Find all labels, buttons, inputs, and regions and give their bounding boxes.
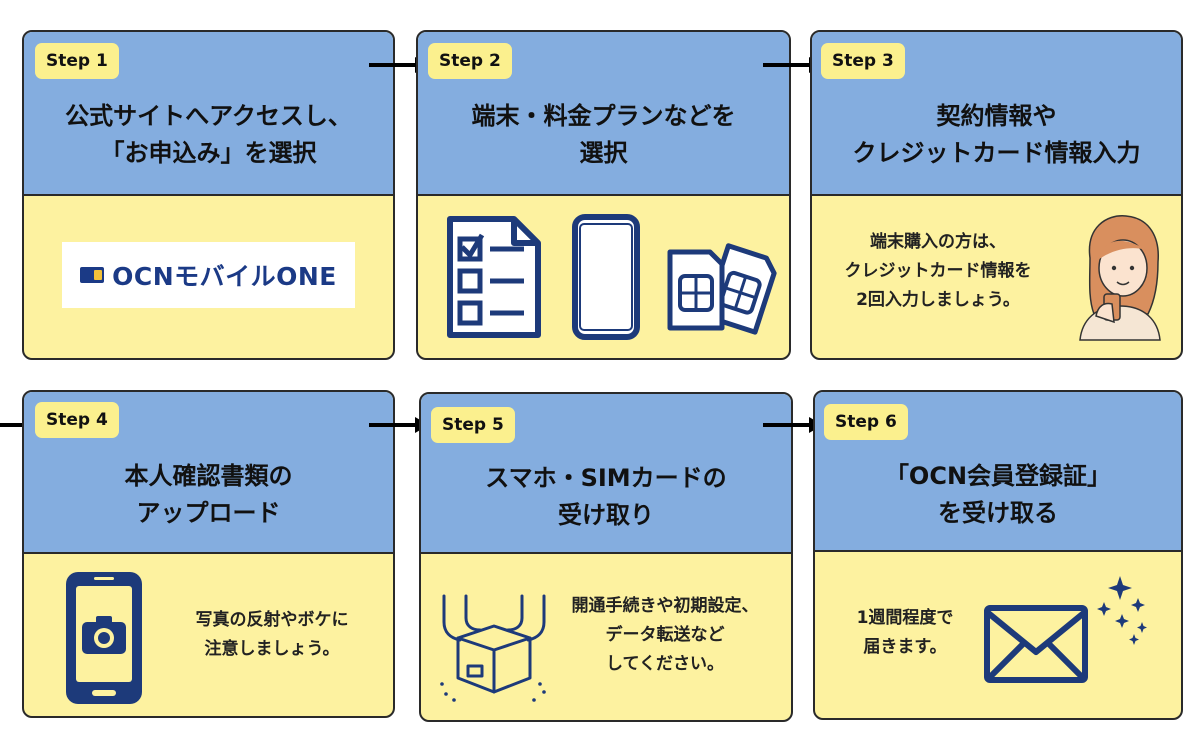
step-6-card: 「OCN会員登録証」 を受け取る [813, 390, 1183, 720]
sim-card-icon [667, 243, 777, 335]
package-hands-icon [440, 594, 546, 702]
step-5-badge: Step 5 [431, 407, 515, 443]
step-4-text: 写真の反射やボケに 注意しましょう。 [195, 610, 349, 659]
step-4-title: 本人確認書類の アップロード [124, 462, 293, 527]
checklist-icon [447, 216, 541, 338]
step-3-text: 端末購入の方は、 クレジットカード情報を 2回入力しましょう。 [844, 232, 1032, 310]
step-3-title: 契約情報や クレジットカード情報入力 [852, 102, 1141, 167]
camera-phone-icon [66, 572, 142, 704]
step-5-text: 開通手続きや初期設定、 データ転送など してください。 [571, 596, 759, 674]
sparkle-icon [1097, 576, 1147, 645]
step-3-badge: Step 3 [821, 43, 905, 79]
step-5-title: スマホ・SIMカードの 受け取り [485, 464, 727, 529]
woman-with-phone-icon [1079, 215, 1161, 341]
step-2-title: 端末・料金プランなどを 選択 [471, 102, 736, 167]
smartphone-icon [572, 214, 640, 340]
step-4-badge: Step 4 [35, 402, 119, 438]
envelope-icon [984, 605, 1088, 683]
step-2-badge: Step 2 [428, 43, 512, 79]
step-6-badge: Step 6 [824, 404, 908, 440]
step-1-card: 公式サイトへアクセスし、 「お申込み」を選択 OCNモバイルONE [22, 30, 395, 360]
step-6-text: 1週間程度で 届きます。 [856, 608, 954, 657]
sim-logo-icon [80, 267, 105, 283]
step-1-badge: Step 1 [35, 43, 119, 79]
step-6-title: 「OCN会員登録証」 を受け取る [884, 462, 1112, 527]
step-1-title: 公式サイトへアクセスし、 「お申込み」を選択 [65, 102, 352, 167]
logo-text: OCNモバイルONE [112, 262, 337, 291]
ocn-logo: OCNモバイルONE [62, 242, 355, 308]
